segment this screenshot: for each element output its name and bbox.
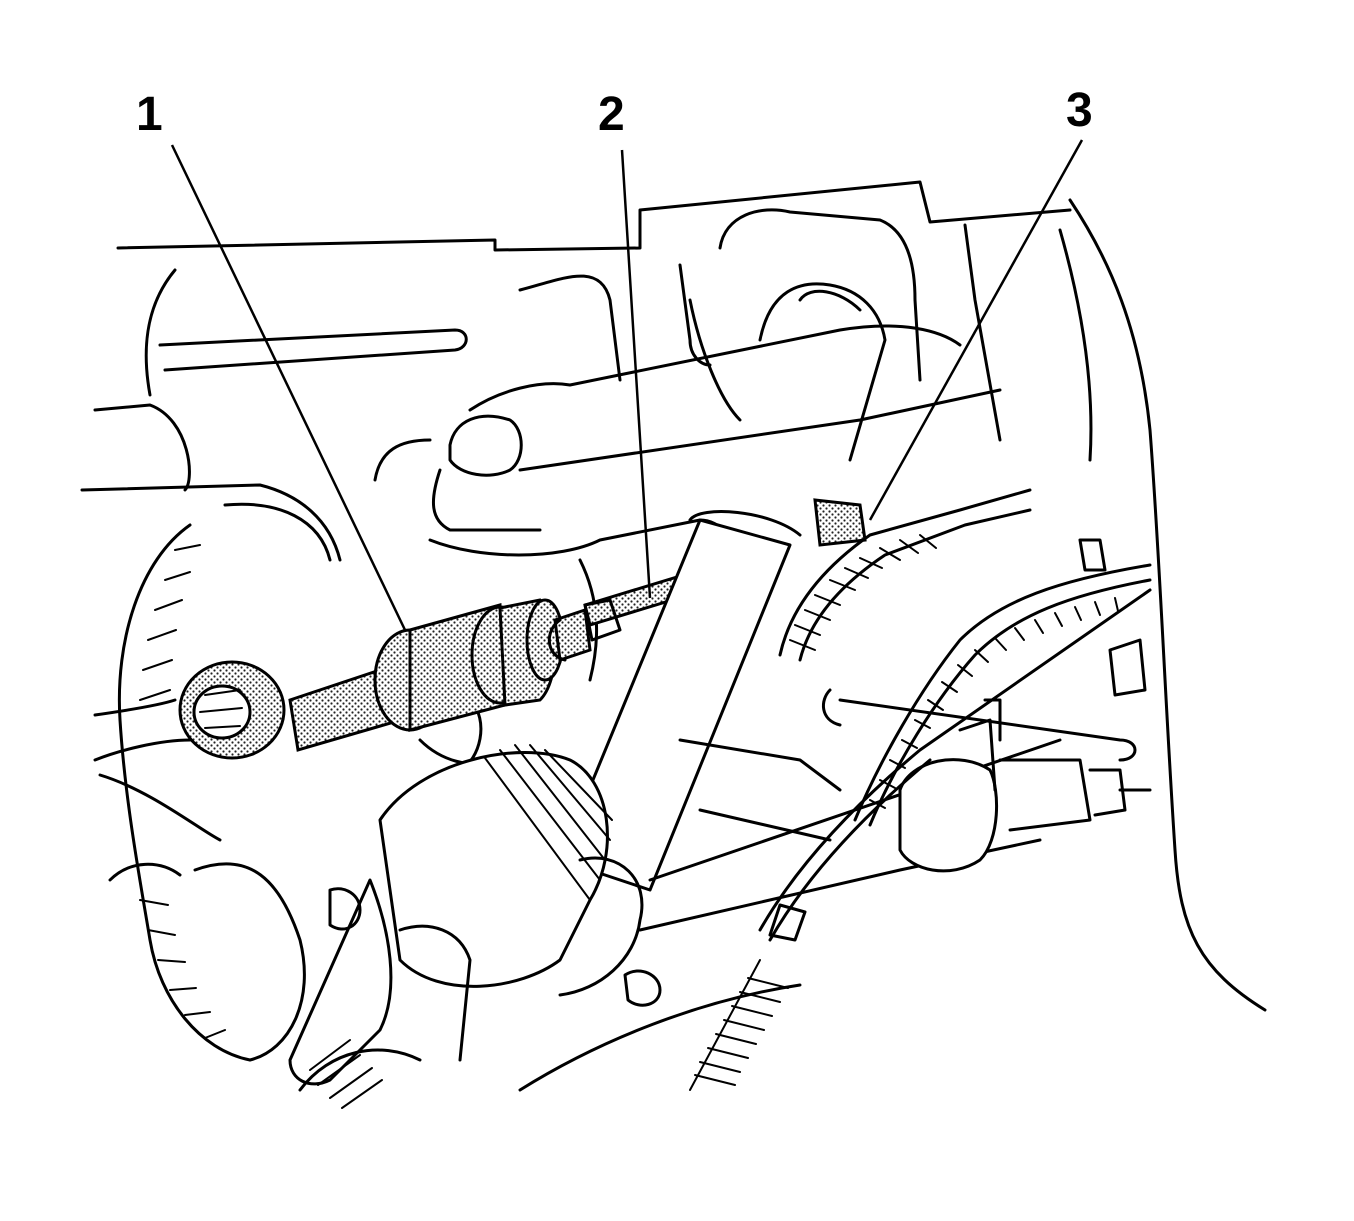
outer-tie-rod-end <box>821 538 1152 873</box>
brake-rotor <box>108 502 332 1062</box>
strut-tower <box>678 208 922 462</box>
callout-label-1: 1 <box>136 88 163 141</box>
cv-boot <box>288 744 613 1109</box>
leader-line-1 <box>170 144 407 631</box>
leader-line-2 <box>620 149 652 599</box>
strut-shaft <box>558 510 802 892</box>
puller-tool <box>93 598 592 842</box>
callout-label-3: 3 <box>1066 84 1093 137</box>
upper-control-arm <box>373 274 1002 532</box>
leader-line-3 <box>868 139 1084 521</box>
callout-label-2: 2 <box>598 88 625 141</box>
brake-cable <box>689 588 1152 1091</box>
vehicle-body-outline <box>80 180 1267 1012</box>
